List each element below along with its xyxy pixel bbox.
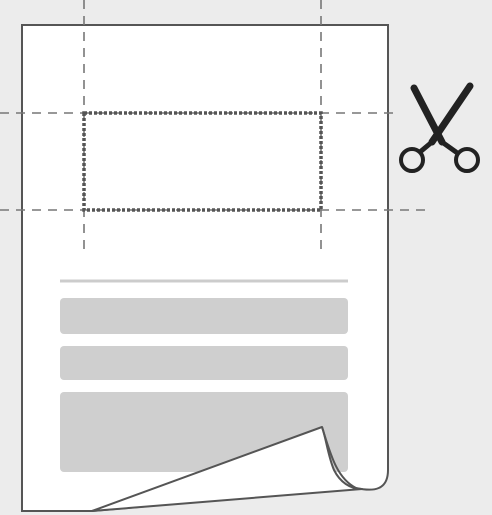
scissors-icon	[401, 86, 478, 171]
content-block-2	[60, 346, 348, 380]
content-block-1	[60, 298, 348, 334]
